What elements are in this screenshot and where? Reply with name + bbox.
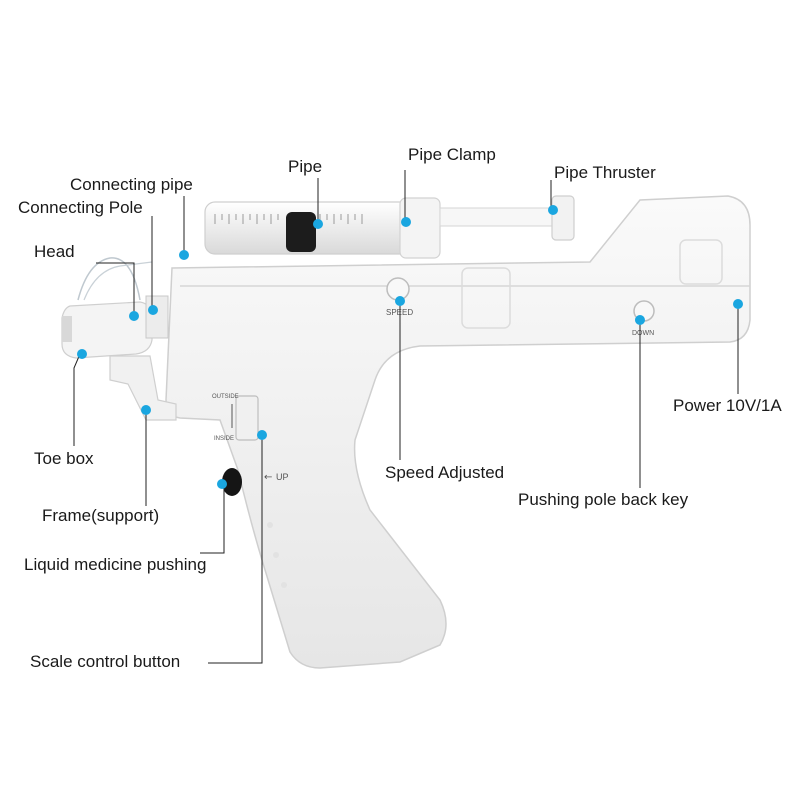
label-pipe-thruster: Pipe Thruster <box>554 163 656 182</box>
thruster-block <box>551 195 575 241</box>
tube-wire-2 <box>83 261 153 301</box>
dot-connecting-pipe <box>179 250 189 260</box>
label-head: Head <box>34 242 75 261</box>
connecting-pole-part <box>145 295 169 339</box>
side-panel-right <box>679 239 723 285</box>
leader-scale <box>208 436 263 664</box>
dot-speed <box>395 296 405 306</box>
plunger-rod <box>439 207 559 227</box>
dot-frame <box>141 405 151 415</box>
label-pushing-pole-back-key: Pushing pole back key <box>518 490 689 509</box>
outside-mark: OUTSIDE <box>212 394 239 400</box>
label-power: Power 10V/1A <box>673 396 782 415</box>
dot-connecting-pole <box>148 305 158 315</box>
label-connecting-pole: Connecting Pole <box>18 198 143 217</box>
dot-pipe-thruster <box>548 205 558 215</box>
label-toe-box: Toe box <box>34 449 94 468</box>
grip-dot-1 <box>267 522 273 528</box>
dot-pipe-clamp <box>401 217 411 227</box>
dot-pushing-back <box>635 315 645 325</box>
leader-lines <box>73 170 739 664</box>
label-pipe: Pipe <box>288 157 323 176</box>
dot-pipe <box>313 219 323 229</box>
label-liquid-medicine-pushing: Liquid medicine pushing <box>24 555 207 574</box>
scale-switch <box>235 395 259 441</box>
leader-liquid <box>200 484 225 554</box>
label-scale-control-button: Scale control button <box>30 652 181 671</box>
gun-body <box>165 195 751 669</box>
up-arrow-glyph: ← <box>264 472 272 483</box>
dot-head <box>129 311 139 321</box>
down-mark: DOWN <box>632 330 654 337</box>
leader-head <box>96 262 135 315</box>
leader-toe-box <box>73 353 81 446</box>
inside-mark: INSIDE <box>214 436 234 442</box>
label-connecting-pipe: Connecting pipe <box>70 175 193 194</box>
dot-scale <box>257 430 267 440</box>
dot-liquid <box>217 479 227 489</box>
label-speed-adjusted: Speed Adjusted <box>385 463 505 482</box>
grip-dot-2 <box>273 552 279 558</box>
syringe-scale <box>214 214 363 224</box>
frame-support-part <box>109 355 177 421</box>
grip-dot-3 <box>281 582 287 588</box>
label-frame-support: Frame(support) <box>42 506 160 525</box>
up-mark: UP <box>276 472 289 482</box>
push-knob <box>222 468 242 496</box>
dot-toe-box <box>77 349 87 359</box>
side-panel-left <box>461 267 511 329</box>
label-pipe-clamp: Pipe Clamp <box>408 145 496 164</box>
head-part <box>61 301 153 359</box>
callout-dots <box>77 205 743 489</box>
syringe-stopper <box>286 212 316 252</box>
head-tip <box>62 316 72 342</box>
dot-power <box>733 299 743 309</box>
pipe-clamp-block <box>399 197 441 259</box>
